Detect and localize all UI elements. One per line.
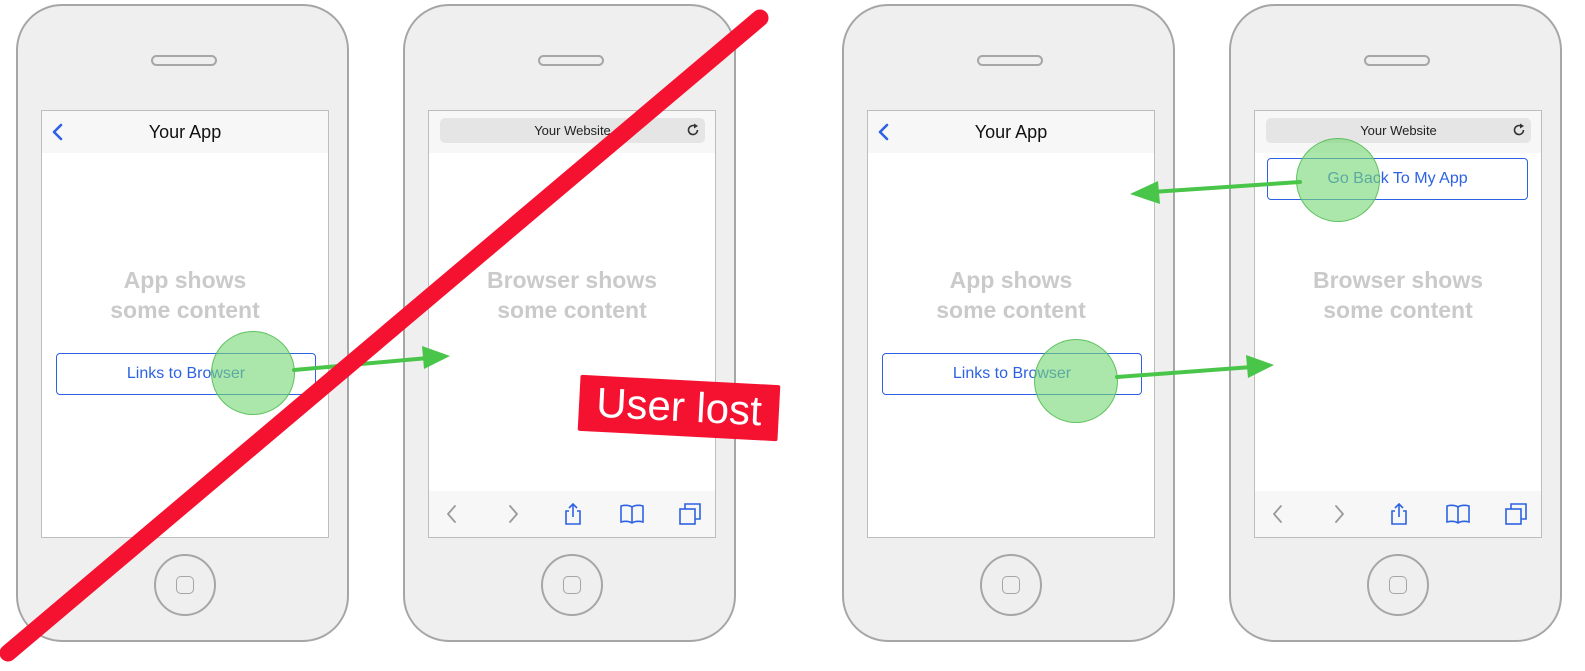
content-line: Browser shows [1313, 267, 1483, 293]
home-square-icon [1389, 576, 1407, 594]
tap-indicator [1296, 138, 1380, 222]
home-square-icon [563, 576, 581, 594]
browser-screen: Your Website Browser shows some content [428, 110, 716, 538]
speaker [151, 55, 217, 66]
app-screen: Your App App shows some content Links to… [41, 110, 329, 538]
browser-url-bar-area: Your Website [429, 111, 715, 153]
reload-icon[interactable] [685, 122, 701, 138]
bookmarks-icon[interactable] [1445, 501, 1471, 527]
content-line: some content [936, 297, 1086, 323]
content-line: some content [497, 297, 647, 323]
url-bar[interactable]: Your Website [1266, 118, 1531, 143]
speaker [1364, 55, 1430, 66]
home-square-icon [176, 576, 194, 594]
app-title: Your App [148, 122, 222, 142]
content-line: Browser shows [487, 267, 657, 293]
share-icon[interactable] [1386, 501, 1412, 527]
browser-url-bar-area: Your Website [1255, 111, 1541, 153]
app-nav-bar: Your App [868, 111, 1154, 153]
content-line: some content [110, 297, 260, 323]
tap-indicator [211, 331, 295, 415]
home-square-icon [1002, 576, 1020, 594]
chevron-left-icon[interactable] [1265, 501, 1291, 527]
tabs-icon[interactable] [677, 501, 703, 527]
app-screen: Your App App shows some content Links to… [867, 110, 1155, 538]
content-line: some content [1323, 297, 1473, 323]
phone-browser-scenario-1: Your Website Browser shows some content [403, 4, 736, 642]
chevron-right-icon[interactable] [1326, 501, 1352, 527]
phone-app-scenario-1: Your App App shows some content Links to… [16, 4, 349, 642]
speaker [538, 55, 604, 66]
url-bar[interactable]: Your Website [440, 118, 705, 143]
home-button[interactable] [980, 554, 1042, 616]
phone-browser-scenario-2: Your Website Go Back To My App Browser s… [1229, 4, 1562, 642]
chevron-left-icon[interactable] [439, 501, 465, 527]
browser-toolbar [1255, 491, 1541, 537]
url-text: Your Website [1360, 123, 1437, 138]
content-line: App shows [123, 267, 247, 293]
reload-icon[interactable] [1511, 122, 1527, 138]
user-lost-label: User lost [577, 374, 781, 442]
app-nav-bar: Your App [42, 111, 328, 153]
tap-indicator [1034, 339, 1118, 423]
home-button[interactable] [154, 554, 216, 616]
app-content-text: App shows some content [42, 265, 328, 325]
home-button[interactable] [1367, 554, 1429, 616]
browser-content-text: Browser shows some content [1255, 265, 1541, 325]
app-content-text: App shows some content [868, 265, 1154, 325]
speaker [977, 55, 1043, 66]
tabs-icon[interactable] [1503, 501, 1529, 527]
content-line: App shows [949, 267, 1073, 293]
browser-content-text: Browser shows some content [429, 265, 715, 325]
url-text: Your Website [534, 123, 611, 138]
home-button[interactable] [541, 554, 603, 616]
app-title: Your App [974, 122, 1048, 142]
share-icon[interactable] [560, 501, 586, 527]
browser-toolbar [429, 491, 715, 537]
chevron-right-icon[interactable] [500, 501, 526, 527]
phone-app-scenario-2: Your App App shows some content Links to… [842, 4, 1175, 642]
chevron-left-icon[interactable] [876, 122, 892, 142]
bookmarks-icon[interactable] [619, 501, 645, 527]
